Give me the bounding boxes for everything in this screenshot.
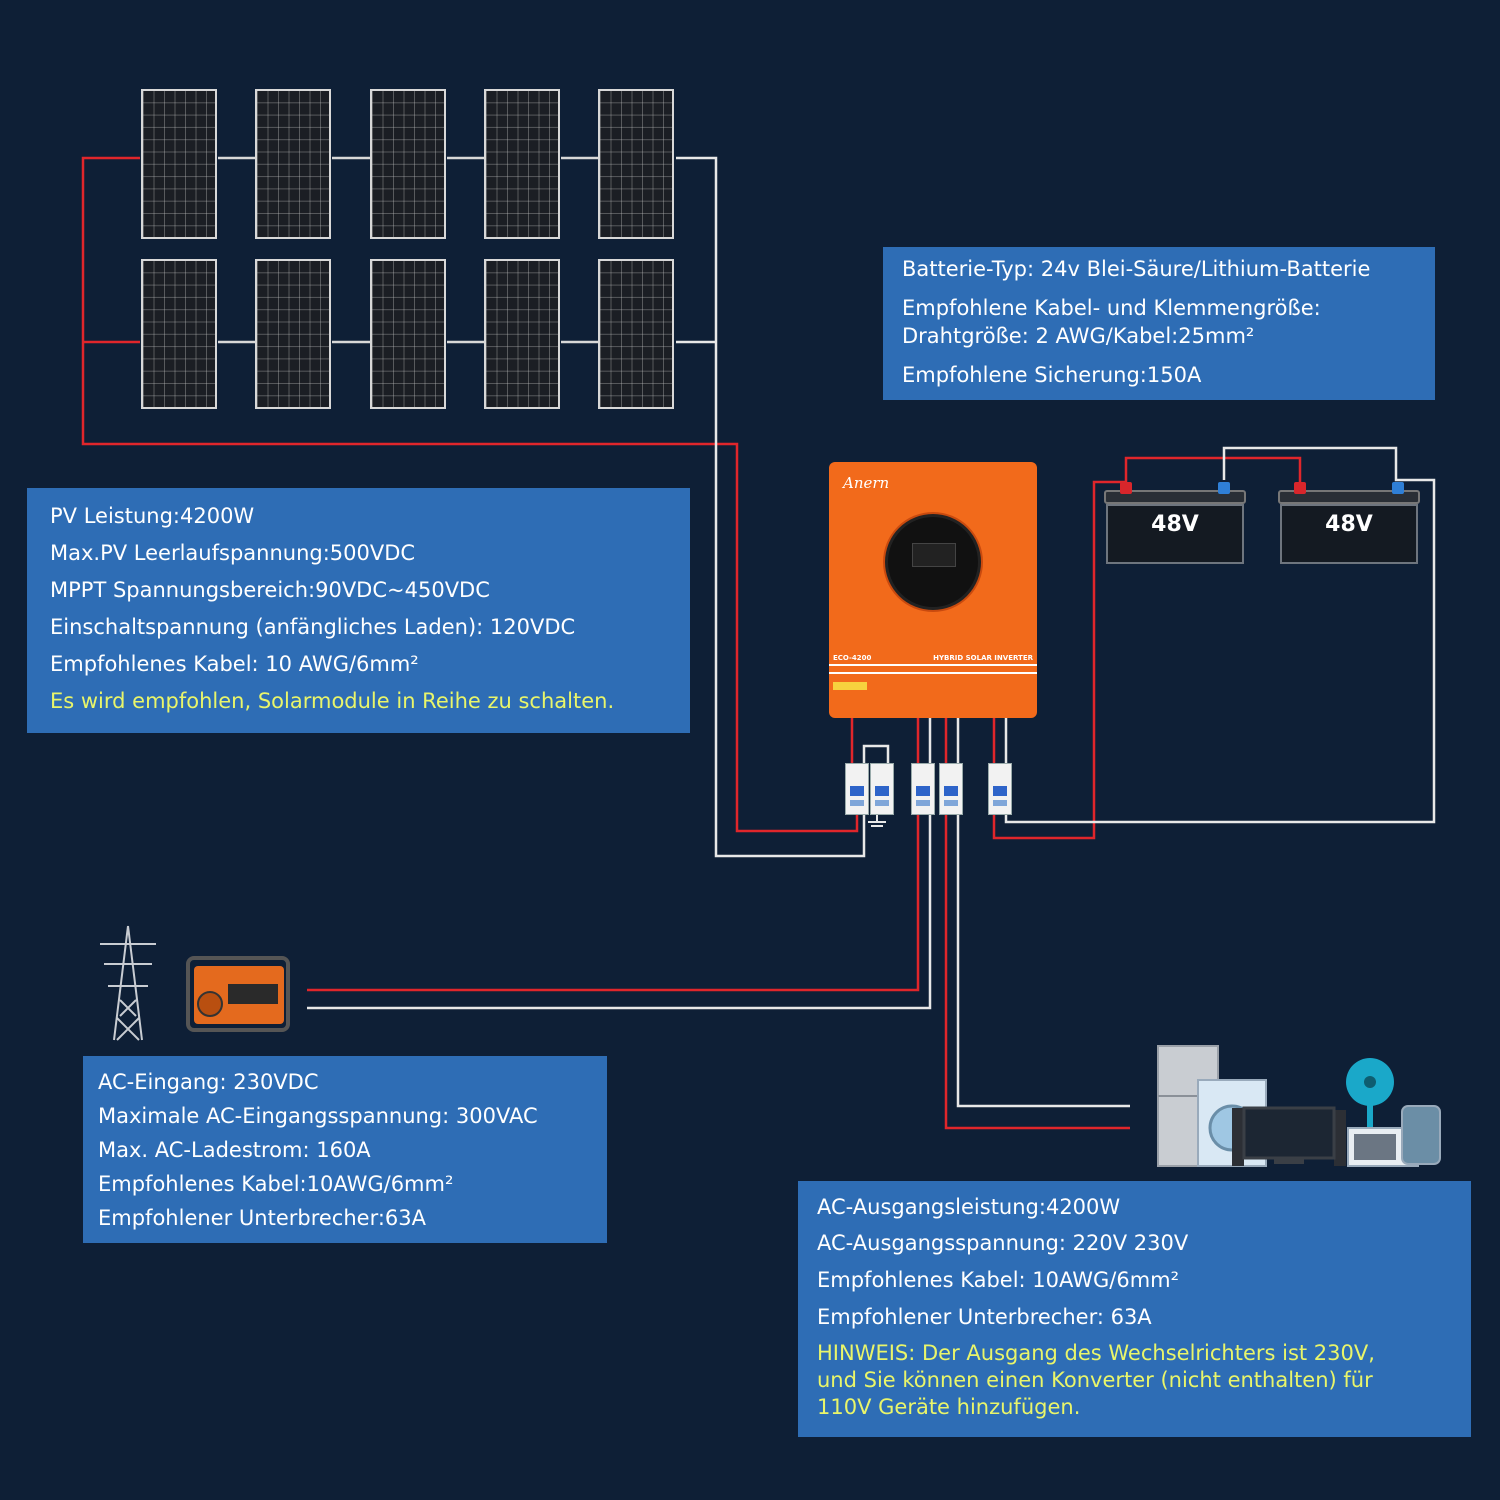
ac-input-info-box: AC-Eingang: 230VDC Maximale AC-Eingangss…	[83, 1056, 607, 1243]
positive-terminal-icon	[1120, 482, 1132, 494]
ac-input-neutral-wire	[307, 815, 932, 1010]
ac-input-live-wire	[307, 815, 920, 992]
ac-output-info-box: AC-Ausgangsleistung:4200W AC-Ausgangsspa…	[798, 1181, 1471, 1437]
output-note-line-2: und Sie können einen Konverter (nicht en…	[817, 1368, 1373, 1392]
battery-body	[1280, 504, 1418, 564]
pv-positive-wire	[81, 156, 859, 833]
battery-voltage-label: 48V	[1151, 512, 1199, 537]
television-icon	[1242, 1106, 1336, 1164]
output-note-line-1: HINWEIS: Der Ausgang des Wechselrichters…	[817, 1341, 1375, 1365]
solar-panel-icon	[484, 89, 560, 239]
negative-terminal-icon	[1392, 482, 1404, 494]
battery-voltage-label: 48V	[1325, 512, 1373, 537]
pv-open-circuit-voltage: Max.PV Leerlaufspannung:500VDC	[50, 541, 416, 565]
inverter-icon: Anern ECO-4200 HYBRID SOLAR INVERTER	[829, 462, 1037, 718]
battery-cable-title: Empfohlene Kabel- und Klemmengröße:	[902, 296, 1321, 320]
fan-icon	[1346, 1058, 1394, 1130]
inverter-display	[885, 514, 981, 610]
ac-output-cable: Empfohlenes Kabel: 10AWG/6mm²	[817, 1268, 1180, 1292]
pv-negative-wire	[676, 156, 866, 858]
panel-links	[218, 156, 598, 344]
battery-positive-wire	[992, 456, 1302, 840]
output-note-line-3: 110V Geräte hinzufügen.	[817, 1395, 1081, 1419]
pv-cable: Empfohlenes Kabel: 10 AWG/6mm²	[50, 652, 419, 676]
solar-panel-icon	[598, 259, 674, 409]
circuit-breaker-icon	[939, 763, 963, 815]
battery-icon: 48V	[1104, 482, 1246, 564]
pv-series-note: Es wird empfohlen, Solarmodule in Reihe …	[50, 689, 615, 713]
circuit-breaker-icon	[870, 763, 894, 815]
pv-info-box: PV Leistung:4200W Max.PV Leerlaufspannun…	[27, 488, 690, 733]
appliance-icon	[1401, 1105, 1441, 1165]
inverter-type: HYBRID SOLAR INVERTER	[933, 654, 1033, 662]
pv-power: PV Leistung:4200W	[50, 504, 255, 528]
ac-output-neutral-wire	[956, 815, 1130, 1108]
warning-label-icon	[833, 682, 867, 690]
ac-charge-current: Max. AC-Ladestrom: 160A	[98, 1138, 371, 1162]
ac-output-breaker: Empfohlener Unterbrecher: 63A	[817, 1305, 1152, 1329]
battery-negative-wire	[1004, 446, 1436, 824]
inverter-model: ECO-4200	[833, 654, 872, 662]
solar-panel-icon	[255, 259, 331, 409]
ac-input-max-voltage: Maximale AC-Eingangsspannung: 300VAC	[98, 1104, 538, 1128]
circuit-breaker-icon	[911, 763, 935, 815]
solar-panel-icon	[141, 259, 217, 409]
battery-wire-size: Drahtgröße: 2 AWG/Kabel:25mm²	[902, 324, 1255, 348]
battery-top	[1104, 490, 1246, 504]
battery-icon: 48V	[1278, 482, 1420, 564]
negative-terminal-icon	[1218, 482, 1230, 494]
ground-icon	[868, 815, 886, 827]
inverter-brand: Anern	[843, 474, 890, 492]
mppt-range: MPPT Spannungsbereich:90VDC~450VDC	[50, 578, 490, 602]
circuit-breaker-icon	[988, 763, 1012, 815]
power-tower-icon	[100, 925, 156, 1041]
inverter-stripe	[829, 664, 1037, 666]
solar-panel-icon	[370, 259, 446, 409]
solar-panel-icon	[141, 89, 217, 239]
ac-output-power: AC-Ausgangsleistung:4200W	[817, 1195, 1121, 1219]
inverter-breaker-links	[850, 718, 1008, 763]
speaker-icon	[1232, 1108, 1346, 1166]
solar-panel-icon	[484, 259, 560, 409]
ac-input-cable: Empfohlenes Kabel:10AWG/6mm²	[98, 1172, 454, 1196]
battery-fuse: Empfohlene Sicherung:150A	[902, 363, 1202, 387]
ac-output-voltage: AC-Ausgangsspannung: 220V 230V	[817, 1231, 1189, 1255]
positive-terminal-icon	[1294, 482, 1306, 494]
circuit-breaker-icon	[845, 763, 869, 815]
battery-info-box: Batterie-Typ: 24v Blei-Säure/Lithium-Bat…	[883, 247, 1435, 400]
solar-panel-icon	[370, 89, 446, 239]
battery-top	[1278, 490, 1420, 504]
inverter-screen	[912, 543, 956, 567]
startup-voltage: Einschaltspannung (anfängliches Laden): …	[50, 615, 576, 639]
solar-panel-icon	[255, 89, 331, 239]
battery-body	[1106, 504, 1244, 564]
inverter-stripe	[829, 672, 1037, 674]
solar-panel-icon	[598, 89, 674, 239]
ac-input-breaker: Empfohlener Unterbrecher:63A	[98, 1206, 426, 1230]
ac-output-live-wire	[944, 815, 1130, 1130]
ac-input-voltage: AC-Eingang: 230VDC	[98, 1070, 319, 1094]
battery-type: Batterie-Typ: 24v Blei-Säure/Lithium-Bat…	[902, 257, 1371, 281]
generator-icon	[186, 956, 290, 1032]
